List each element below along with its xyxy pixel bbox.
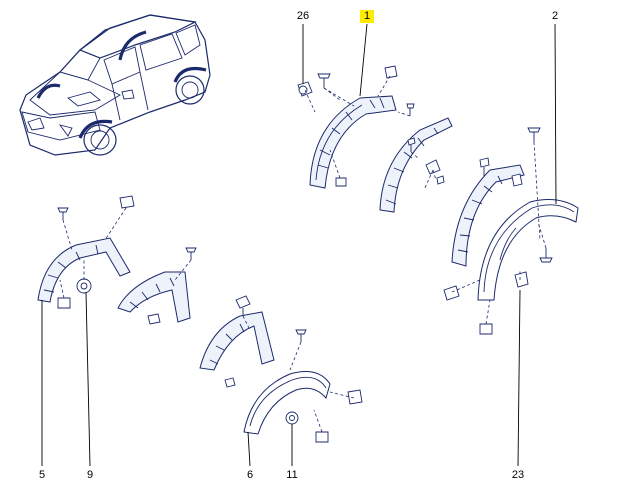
callout-6[interactable]: 6	[246, 469, 254, 481]
arch-bracket-bottom[interactable]	[199, 295, 275, 388]
callout-26[interactable]: 26	[296, 10, 310, 22]
fasteners-group-6	[242, 315, 363, 443]
leader-lines	[41, 23, 557, 467]
wheel-arch-trim-6[interactable]	[243, 371, 331, 435]
callout-11[interactable]: 11	[286, 469, 298, 481]
clip-26[interactable]	[297, 81, 313, 97]
callout-2[interactable]: 2	[551, 10, 559, 22]
callout-23[interactable]: 23	[511, 469, 525, 481]
callout-1[interactable]: 1	[360, 10, 374, 23]
callout-9[interactable]: 9	[86, 469, 94, 481]
arch-liner-1[interactable]	[309, 95, 397, 189]
arch-bracket-center[interactable]	[379, 117, 453, 213]
callout-5[interactable]: 5	[38, 469, 46, 481]
fasteners-group-5	[57, 195, 197, 309]
arch-bracket-left[interactable]	[117, 271, 191, 325]
arch-bracket-right[interactable]	[451, 157, 525, 267]
clip-9[interactable]	[76, 278, 92, 294]
clip-11[interactable]	[285, 411, 299, 425]
car-thumbnail	[19, 14, 211, 156]
wheel-arch-trim-2[interactable]	[477, 199, 579, 301]
fasteners-group-1	[304, 65, 415, 187]
fasteners-group-2	[443, 127, 553, 335]
wheel-arch-trim-5[interactable]	[37, 237, 131, 303]
